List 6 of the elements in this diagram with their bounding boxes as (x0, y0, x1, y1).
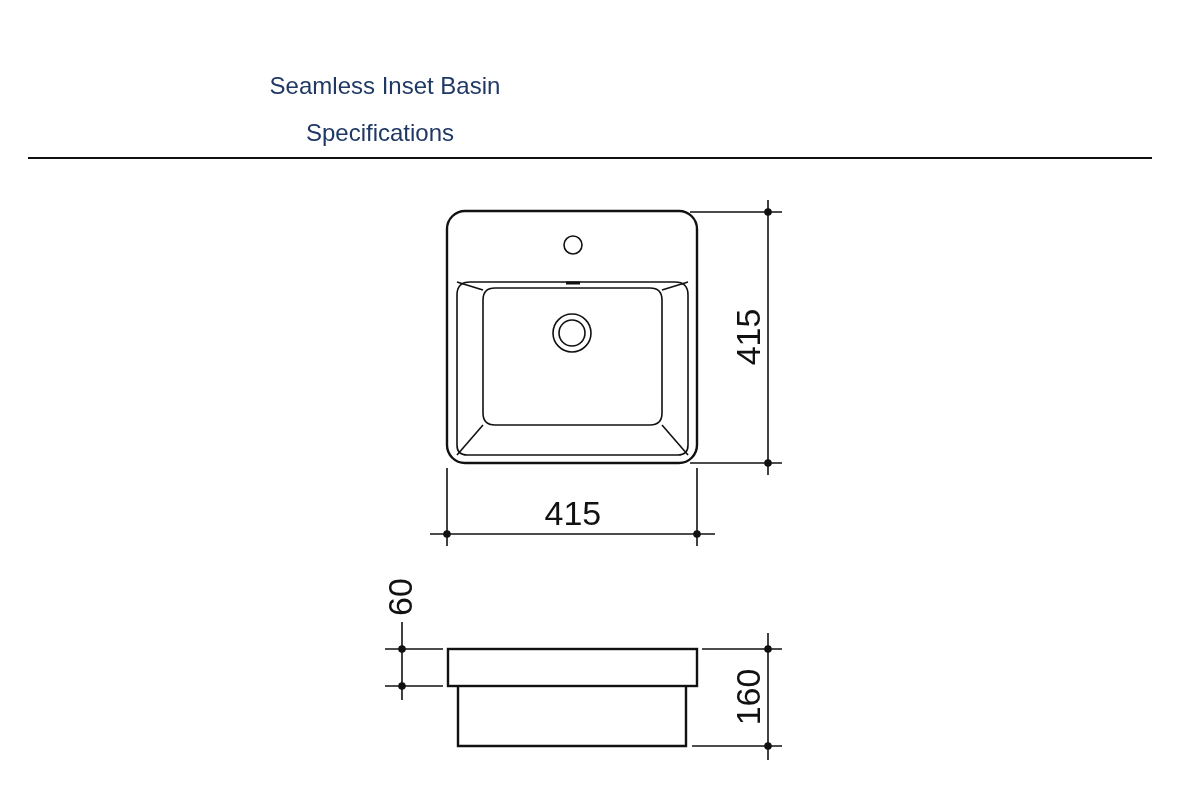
subtitle: Specifications (304, 119, 456, 147)
dimension-label: 415 (730, 308, 765, 366)
dimension-label: 415 (544, 496, 602, 530)
dimension-label: 160 (730, 668, 765, 726)
dimension-label: 60 (382, 578, 417, 616)
title: Seamless Inset Basin (268, 72, 502, 100)
